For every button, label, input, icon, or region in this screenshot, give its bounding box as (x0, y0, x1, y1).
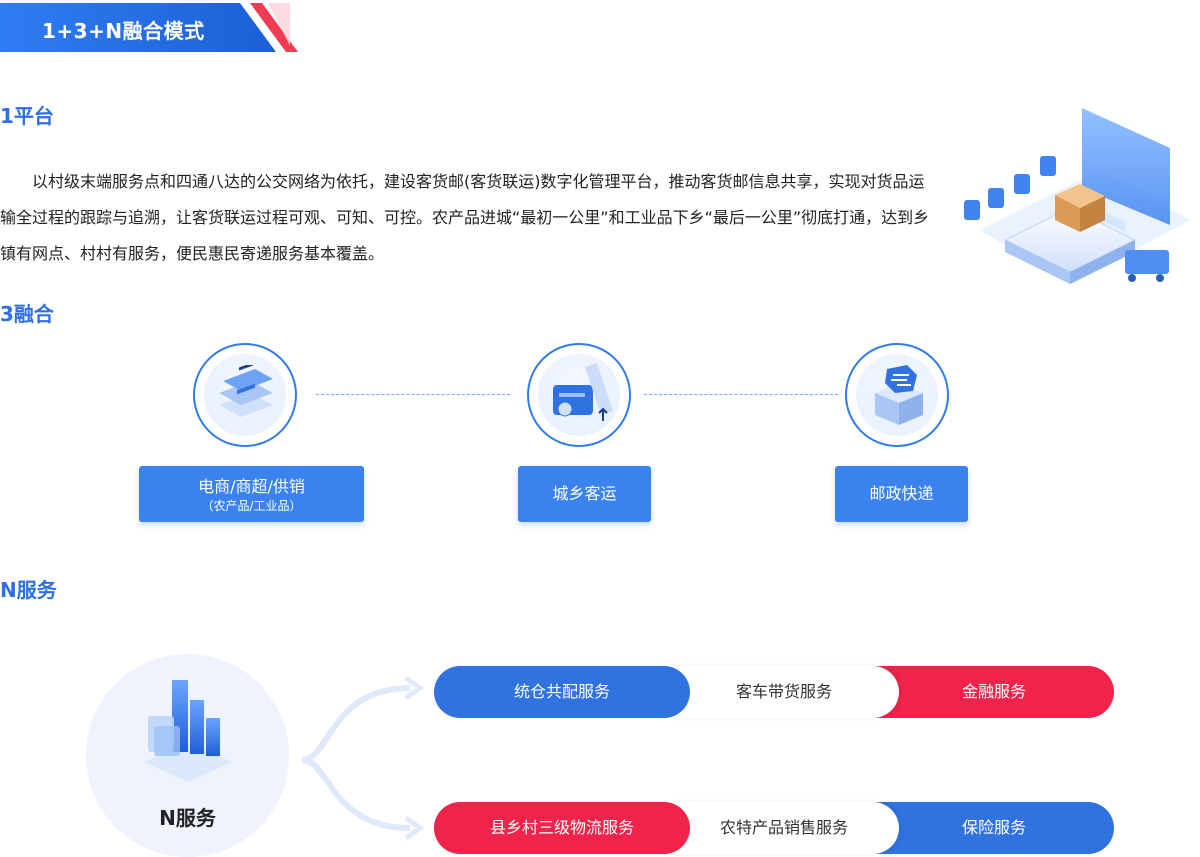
platform-description: 以村级末端服务点和四通八达的公交网络为依托，建设客货邮(客货联运)数字化管理平台… (0, 164, 940, 272)
fusion-label-main: 电商/商超/供销 (198, 477, 305, 496)
service-pill-warehouse: 统仓共配服务 (434, 666, 690, 718)
connector-line (644, 394, 838, 395)
arrow-head-icon (404, 675, 425, 701)
arrow-head-icon (404, 815, 425, 841)
service-pill-insurance: 保险服务 (874, 802, 1114, 854)
fusion-icon-postal (845, 343, 949, 447)
platform-illustration-icon (964, 108, 1190, 285)
building-cluster-icon (144, 680, 232, 782)
platform-heading: 1平台 (0, 104, 54, 128)
fusion-label-postal: 邮政快递 (835, 466, 968, 522)
fusion-icon-transport (527, 343, 631, 447)
service-pill-agri-sales: 农特产品销售服务 (669, 802, 899, 854)
connector-line (316, 394, 510, 395)
fusion-label-transport: 城乡客运 (518, 466, 651, 522)
service-pill-bus-cargo: 客车带货服务 (669, 666, 899, 718)
services-heading: N服务 (0, 578, 57, 602)
banner-shape (0, 3, 298, 52)
service-pill-finance: 金融服务 (874, 666, 1114, 718)
branch-arrows (301, 675, 425, 841)
fusion-icon-ecommerce (193, 343, 297, 447)
passenger-transport-icon (553, 363, 613, 421)
fusion-label-main: 邮政快递 (869, 484, 934, 503)
services-center-label: N服务 (159, 806, 216, 830)
fusion-label-ecommerce: 电商/商超/供销 （农产品/工业品） (139, 466, 364, 522)
services-row-2: 保险服务 农特产品销售服务 县乡村三级物流服务 (434, 802, 1114, 854)
services-row-1: 金融服务 客车带货服务 统仓共配服务 (434, 666, 1114, 718)
banner-title: 1+3+N融合模式 (42, 19, 205, 43)
service-pill-logistics: 县乡村三级物流服务 (434, 802, 690, 854)
ecommerce-stack-icon (219, 365, 273, 417)
fusion-label-sub: （农产品/工业品） (201, 499, 302, 513)
fusion-heading: 3融合 (0, 302, 54, 326)
postal-box-icon (875, 365, 923, 425)
header-banner: 1+3+N融合模式 (0, 0, 300, 58)
fusion-label-main: 城乡客运 (552, 484, 617, 503)
platform-paragraph: 以村级末端服务点和四通八达的公交网络为依托，建设客货邮(客货联运)数字化管理平台… (0, 172, 930, 263)
